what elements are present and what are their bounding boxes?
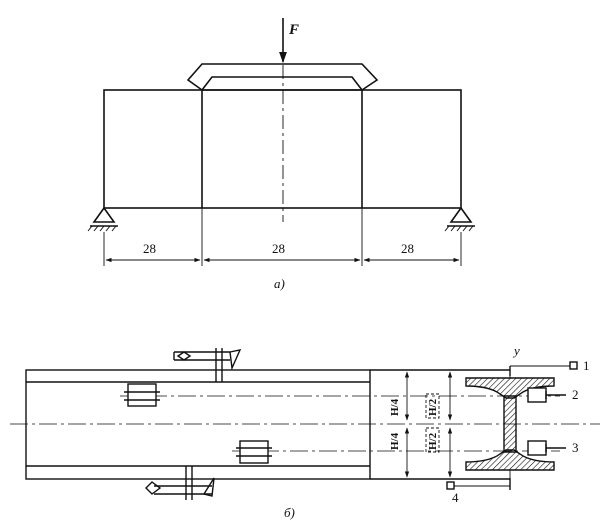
dimension-label-left: 28 (143, 241, 156, 256)
lower-gauge-block (236, 440, 272, 464)
section-diagram (10, 348, 600, 500)
beam-body (103, 89, 462, 209)
dimension-lines (103, 208, 462, 266)
bottom-dial-indicator (145, 466, 215, 500)
gauge-1-lead (509, 361, 578, 376)
dimension-label-right: 28 (401, 241, 414, 256)
left-support (87, 206, 118, 232)
height-label-upper-half: H/2 (427, 398, 439, 416)
caption-a: a) (274, 276, 285, 291)
gauge-label-2: 2 (572, 387, 579, 402)
right-support (444, 206, 475, 232)
gauge-3 (527, 440, 566, 456)
load-spreader-inner (201, 76, 363, 91)
axis-label-y: y (512, 343, 520, 358)
gauge-2 (527, 387, 566, 403)
gauge-label-3: 3 (572, 440, 579, 455)
dimension-label-middle: 28 (272, 241, 285, 256)
force-label: F (288, 22, 299, 38)
height-label-upper-quarter: H/4 (389, 398, 401, 416)
upper-gauge-block (124, 383, 160, 407)
top-dial-indicator (173, 348, 242, 382)
gauge-label-1: 1 (583, 358, 590, 373)
height-label-lower-quarter: H/4 (389, 432, 401, 450)
beam-diagram (87, 18, 475, 266)
caption-b: б) (284, 505, 295, 520)
gauge-label-4: 4 (452, 490, 459, 505)
gauge-4-lead (446, 478, 511, 490)
height-label-lower-half: H/2 (427, 432, 439, 450)
height-dimensions (404, 371, 453, 478)
beam-side-view (25, 369, 371, 480)
i-beam-cross-section (465, 366, 555, 486)
